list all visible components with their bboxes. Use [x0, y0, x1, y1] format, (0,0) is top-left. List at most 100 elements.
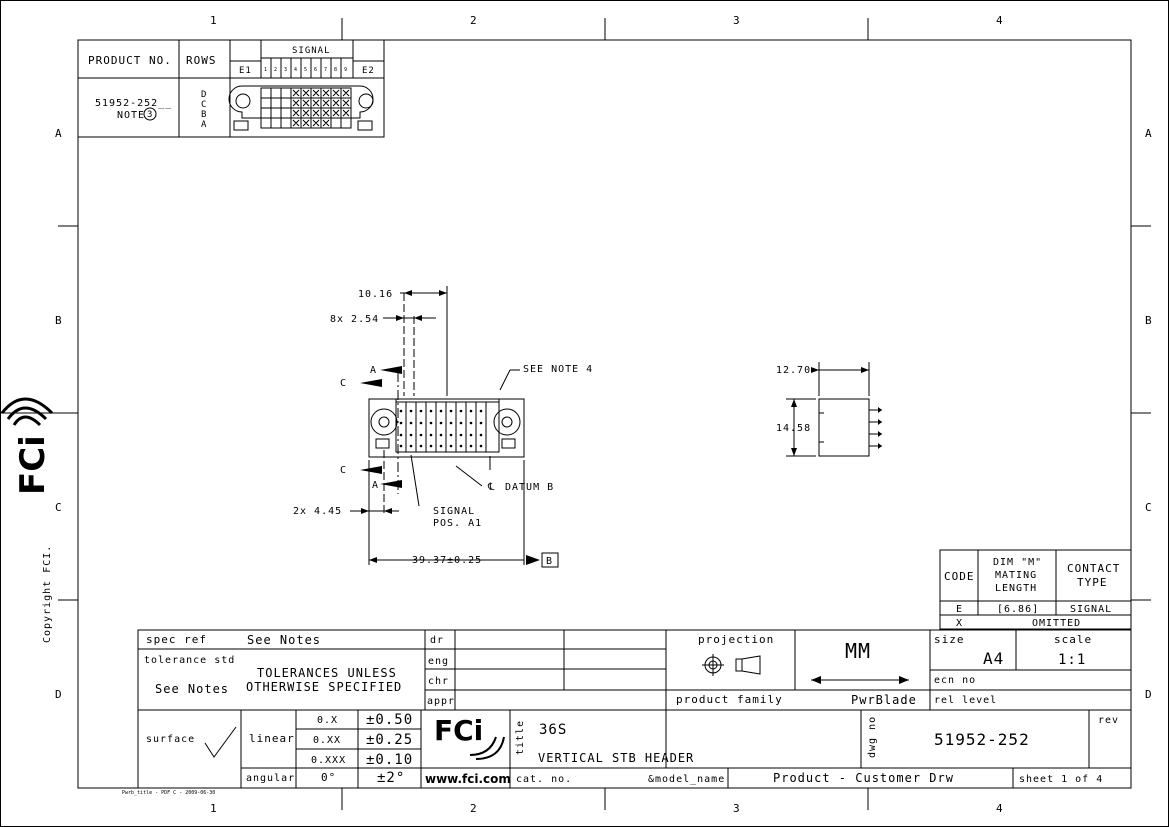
zone-col-1: 1: [210, 14, 218, 27]
part-number: 51952-252__: [95, 98, 172, 109]
contact-header-2: TYPE: [1077, 576, 1108, 589]
svg-text:7: 7: [324, 67, 327, 73]
svg-text:A: A: [201, 120, 207, 130]
product-family-value: PwrBlade: [851, 693, 917, 707]
svg-text:4: 4: [294, 67, 297, 73]
datum-b-box-label: B: [546, 556, 553, 567]
section-a-label-2: A: [372, 480, 379, 491]
title-line-1: 36S: [539, 722, 567, 738]
note-ref: NOTE: [117, 110, 145, 121]
rev-label: rev: [1098, 715, 1119, 726]
dim-m-header-3: LENGTH: [995, 583, 1037, 594]
projection-label: projection: [698, 633, 774, 646]
svg-text:9: 9: [344, 67, 347, 73]
zone-row-d: D: [55, 688, 63, 701]
side-view: [786, 362, 882, 457]
svg-text:5: 5: [304, 67, 307, 73]
svg-text:3: 3: [284, 67, 287, 73]
signal-col-numbers: 1 2 3 4 5 6 7 8 9: [264, 67, 347, 73]
units-mm: MM: [845, 639, 871, 663]
tol-x-value: ±0.50: [366, 712, 413, 728]
rows-header: ROWS: [186, 54, 217, 67]
sheet-number: sheet 1 of 4: [1019, 774, 1103, 785]
eng-label: eng: [428, 656, 449, 667]
contact-pins: [399, 409, 483, 448]
tolerance-std-value: See Notes: [155, 682, 229, 696]
signal-pos-label-1: SIGNAL: [433, 506, 475, 517]
zone-col-3-bottom: 3: [733, 802, 741, 815]
zone-row-a: A: [55, 127, 63, 140]
ecn-label: ecn no: [934, 675, 976, 686]
e1-header: E1: [239, 66, 252, 76]
footnote: Pwrb_title - PDF C - 2009-06-30: [122, 790, 215, 796]
code-table: [939, 549, 1132, 630]
surface-label: surface: [146, 734, 195, 745]
section-a-label: A: [370, 365, 377, 376]
svg-text:2: 2: [274, 67, 277, 73]
contact-header-1: CONTACT: [1067, 562, 1120, 575]
title-block-lines: [137, 629, 1132, 789]
dim-2x4-45: 2x 4.45: [293, 506, 342, 517]
tolerances-line-2: OTHERWISE SPECIFIED: [246, 680, 402, 694]
fci-url[interactable]: www.fci.com: [425, 772, 511, 786]
size-value: A4: [983, 649, 1004, 668]
tol-xx: 0.XX: [313, 735, 341, 746]
omitted: OMITTED: [1032, 618, 1081, 629]
see-note-4: SEE NOTE 4: [523, 364, 593, 375]
dwg-no-value: 51952-252: [934, 730, 1030, 749]
zone-col-4-bottom: 4: [996, 802, 1004, 815]
note-circle: [143, 107, 157, 121]
signal-col-dividers: [270, 58, 342, 78]
angular-label: angular: [246, 773, 295, 784]
section-c-label-2: C: [340, 465, 347, 476]
model-name: &model_name: [648, 774, 725, 785]
row-letters: D C B A: [201, 90, 207, 130]
scale-value: 1:1: [1058, 652, 1086, 668]
appr-label: appr: [427, 696, 455, 707]
e2-header: E2: [362, 66, 375, 76]
svg-text:6: 6: [314, 67, 317, 73]
dr-label: dr: [430, 635, 444, 646]
centerline-mark: ℄: [487, 482, 495, 493]
datum-b-label: DATUM B: [505, 482, 554, 493]
angular-tol: 0°: [321, 771, 336, 784]
dim-8x2-54: 8x 2.54: [330, 314, 379, 325]
svg-text:1: 1: [264, 67, 267, 73]
title-line-2: VERTICAL STB HEADER: [538, 751, 694, 765]
zone-col-2: 2: [470, 14, 478, 27]
tol-xx-value: ±0.25: [366, 732, 413, 748]
dim-m-header-2: MATING: [995, 570, 1037, 581]
svg-text:B: B: [201, 110, 207, 120]
size-label: size: [934, 633, 965, 646]
dwg-no-label: dwg no: [867, 716, 878, 758]
spec-ref-label: spec ref: [146, 633, 207, 646]
scale-label: scale: [1054, 633, 1092, 646]
signal-header: SIGNAL: [292, 46, 331, 56]
code-e: E: [956, 604, 963, 615]
dim-6-86: [6.86]: [997, 604, 1039, 615]
dim-m-header-1: DIM "M": [993, 557, 1042, 568]
tol-xxx: 0.XXX: [311, 755, 346, 766]
zone-col-3: 3: [733, 14, 741, 27]
dim-12-70: 12.70: [776, 365, 811, 376]
chr-label: chr: [428, 676, 449, 687]
code-header: CODE: [944, 570, 975, 583]
third-angle-projection-icon: [702, 654, 761, 676]
tol-x: 0.X: [317, 715, 338, 726]
angular-tol-value: ±2°: [377, 770, 405, 786]
table-connector-icon: [228, 85, 374, 131]
tol-xxx-value: ±0.10: [366, 752, 413, 768]
surface-finish-check-icon: [204, 726, 237, 758]
svg-text:D: D: [201, 90, 207, 100]
note-number: 3: [147, 110, 153, 120]
zone-col-4: 4: [996, 14, 1004, 27]
dim-14-58: 14.58: [776, 423, 811, 434]
side-logo: FCi: [0, 397, 54, 495]
side-arrows: [791, 367, 882, 456]
units-arrowheads: [811, 676, 909, 684]
product-family-label: product family: [676, 693, 783, 706]
zone-col-2-bottom: 2: [470, 802, 478, 815]
type-signal: SIGNAL: [1070, 604, 1112, 615]
linear-label: linear: [249, 732, 295, 745]
